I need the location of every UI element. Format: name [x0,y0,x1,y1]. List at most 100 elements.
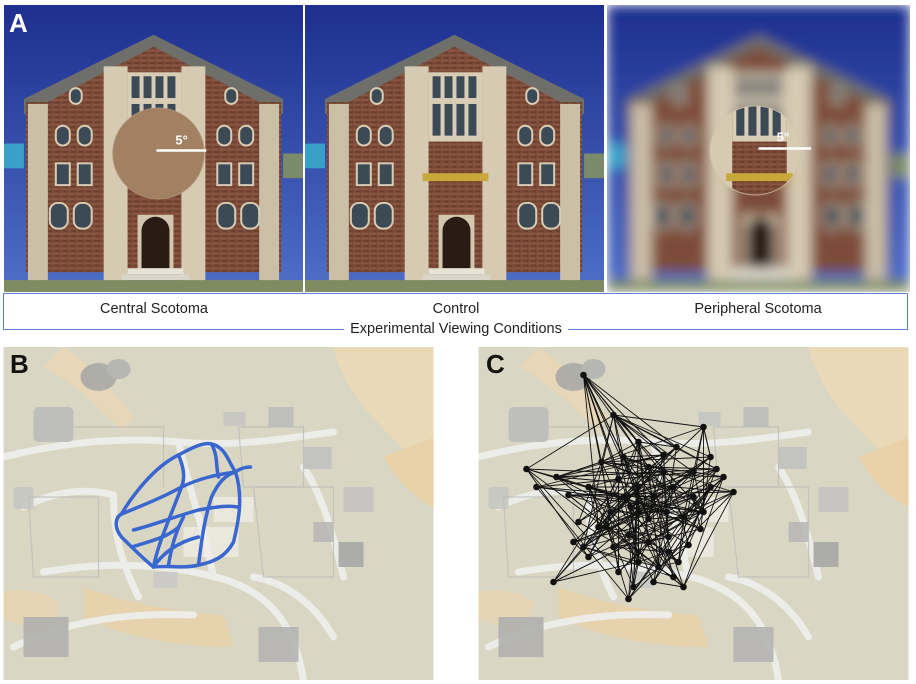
graph-edge [623,486,674,498]
graph-node [645,515,652,523]
graph-edge [583,414,614,548]
graph-edge [526,468,624,498]
graph-edge [666,496,694,513]
graph-node [610,543,617,551]
graph-node [685,541,692,549]
graph-node [625,595,632,603]
graph-node [625,531,632,539]
graph-node [645,538,652,546]
graph-edge [683,476,724,518]
graph-node [680,513,687,521]
graph-edge [553,478,619,583]
graph-nodes [523,371,737,603]
graph-node [665,548,672,556]
conditions-caption: Experimental Viewing Conditions [344,321,568,337]
graph-node [615,568,622,576]
graph-node [607,508,614,516]
graph-edge [648,518,689,546]
graph-node [523,465,530,473]
graph-edge [606,524,634,588]
control-image [305,5,604,292]
graph-edge [601,461,654,583]
graph-edge [556,461,602,478]
graph-node [565,491,572,499]
graph-node [665,533,672,541]
graph-node [630,583,637,591]
graph-edge [553,516,684,583]
graph-edge [628,454,664,600]
panel-a-letter: A [9,8,28,38]
graph-node [655,563,662,571]
graph-edge [536,454,664,488]
graph-node [635,483,642,491]
graph-node [635,558,642,566]
graph-edge [648,466,684,518]
graph-edge [623,468,717,498]
graph-node [585,553,592,561]
graph-edge [573,496,694,543]
graph-node [595,523,602,531]
graph-node [670,483,677,491]
condition-peripheral-scotoma: Peripheral Scotoma [694,301,822,317]
graph-edge [583,511,639,548]
graph-edges [526,374,734,600]
graph-edge [623,471,694,498]
graph-edge [601,456,711,463]
graph-edge [553,561,639,583]
graph-node [680,583,687,591]
graph-node [603,521,610,529]
graph-edge [633,561,639,588]
graph-edge [653,581,684,588]
graph-edge [623,454,664,458]
graph-node [598,458,605,466]
condition-central-scotoma: Central Scotoma [100,301,208,317]
graph-edge [588,486,701,530]
graph-edge [693,496,701,530]
graph-edge [613,414,711,458]
graph-node [650,578,657,586]
graph-node [645,463,652,471]
graph-node [575,518,582,526]
graph-node [690,493,697,501]
graph-node [700,423,707,431]
graph-node [620,493,627,501]
graph-edge [556,454,664,478]
graph-edge [526,414,614,470]
graph-node [700,508,707,516]
graph-edge [601,461,664,473]
graph-edge [553,446,677,583]
graph-edge [613,414,694,473]
graph-edge [623,456,734,493]
graph-edge [598,441,639,528]
graph-node [660,451,667,459]
graph-edge [648,466,717,470]
graph-node [660,468,667,476]
graph-edge [553,546,584,583]
graph-edge [613,414,624,458]
graph-edge [601,461,674,488]
graph-edge [623,441,639,498]
graph-edge [536,486,704,513]
graph-edge [583,374,639,488]
graph-edge [630,506,684,588]
graph-edge [628,491,734,600]
graph-node [620,453,627,461]
graph-edge [536,486,629,600]
graph-edge [648,541,669,553]
peripheral-degree-label: 5° [777,130,790,145]
graph-node [553,473,560,481]
graph-edge [613,414,664,456]
graph-edge [556,471,664,478]
graph-node [713,465,720,473]
graph-node [690,468,697,476]
graph-edge [583,374,599,528]
graph-edge [648,541,684,588]
graph-edge [678,516,684,563]
graph-node [610,411,617,419]
graph-node [720,473,727,481]
graph-node [580,543,587,551]
graph-edge [618,476,724,573]
graph-node [585,483,592,491]
graph-edge [588,486,607,526]
graph-edge [583,526,599,548]
